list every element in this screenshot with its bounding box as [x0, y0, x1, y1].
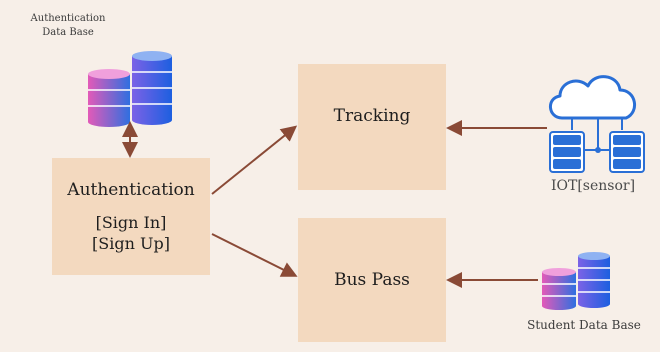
arrow-auth-tracking [211, 125, 298, 195]
student-database-label: Student Data Base [527, 318, 641, 332]
authentication-title: Authentication [67, 179, 195, 200]
auth-database-label-line2: Data Base [42, 27, 94, 38]
sign-in-label: [Sign In] [95, 212, 167, 232]
database-stack-small [88, 69, 130, 127]
cloud-icon [549, 75, 645, 173]
iot-database-left [549, 131, 585, 173]
database-stack-large [578, 252, 610, 308]
arrow-auth-buspass [211, 233, 298, 277]
bus-pass-box: Bus Pass [298, 218, 446, 342]
sign-up-label: [Sign Up] [92, 233, 170, 253]
bus-pass-title: Bus Pass [334, 270, 410, 290]
student-database-icon [542, 252, 610, 310]
tracking-title: Tracking [333, 106, 411, 126]
authentication-box: Authentication [Sign In] [Sign Up] [52, 158, 210, 275]
iot-database-right [609, 131, 645, 173]
iot-sensor-label: IOT[sensor] [550, 178, 636, 194]
auth-database-label: Authentication Data Base [8, 12, 128, 40]
auth-database-label-line1: Authentication [30, 13, 106, 24]
database-stack-small [542, 268, 576, 310]
auth-database-icon [88, 51, 172, 127]
tracking-box: Tracking [298, 64, 446, 190]
database-stack-large [132, 51, 172, 125]
